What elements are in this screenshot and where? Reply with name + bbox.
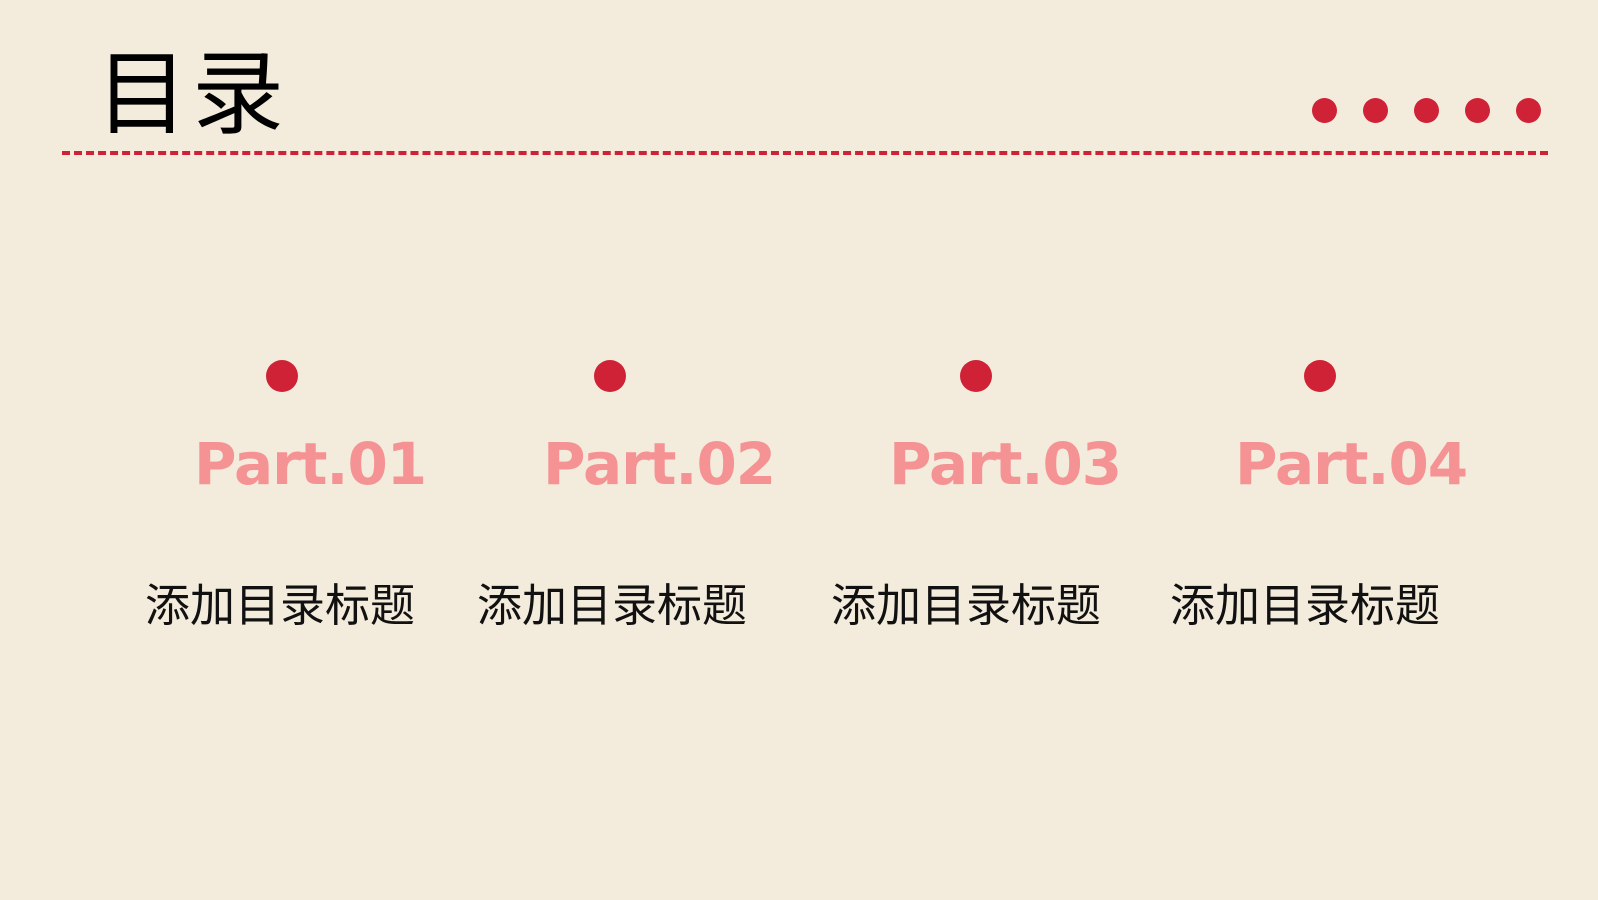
- part-1-dot-icon: [266, 360, 298, 392]
- dot-icon: [1516, 98, 1541, 123]
- dot-icon: [1414, 98, 1439, 123]
- dashed-divider: [62, 151, 1548, 155]
- page-title: 目录: [96, 41, 289, 148]
- part-2-title[interactable]: 添加目录标题: [477, 579, 748, 632]
- part-2-label: Part.02: [543, 430, 776, 498]
- part-4-title[interactable]: 添加目录标题: [1170, 579, 1441, 632]
- dot-icon: [1465, 98, 1490, 123]
- part-1-title[interactable]: 添加目录标题: [145, 579, 416, 632]
- part-1-label: Part.01: [194, 430, 427, 498]
- dot-icon: [1363, 98, 1388, 123]
- part-4-dot-icon: [1304, 360, 1336, 392]
- part-3-dot-icon: [960, 360, 992, 392]
- part-2-dot-icon: [594, 360, 626, 392]
- part-3-title[interactable]: 添加目录标题: [831, 579, 1102, 632]
- dot-icon: [1312, 98, 1337, 123]
- part-3-label: Part.03: [889, 430, 1122, 498]
- part-4-label: Part.04: [1235, 430, 1468, 498]
